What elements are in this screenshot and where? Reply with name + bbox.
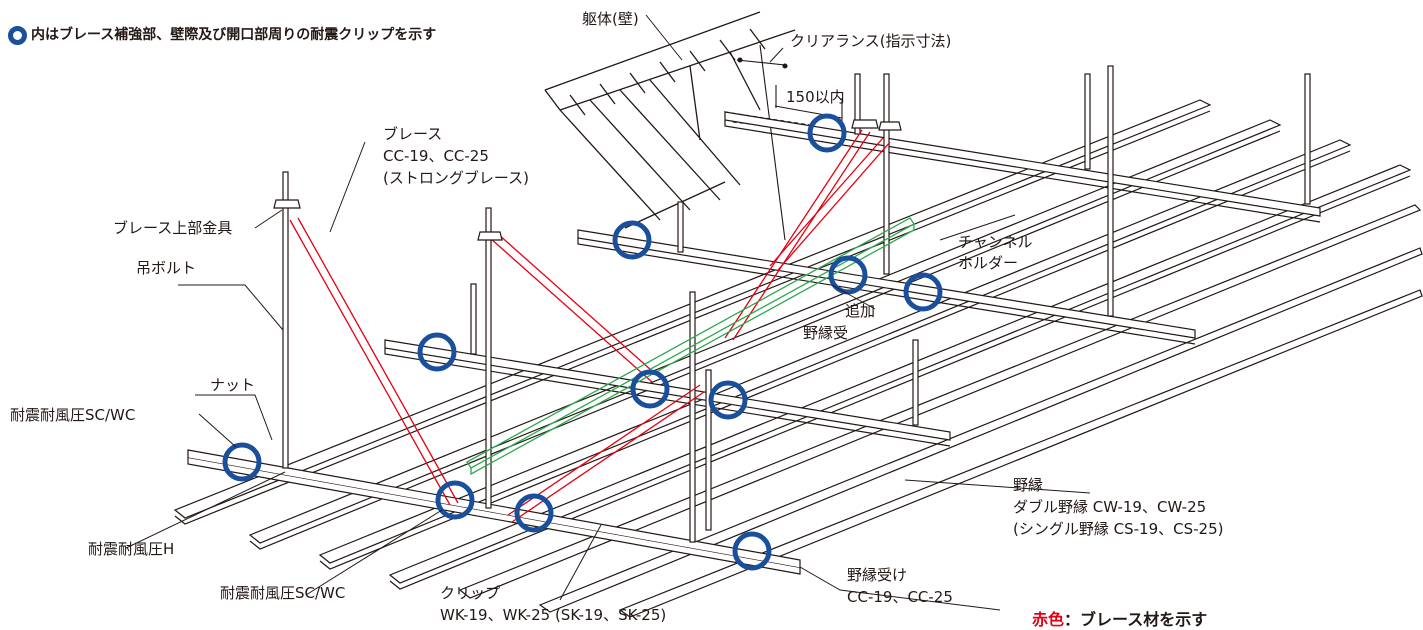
label-furring-receiver-title: 野縁受け: [847, 566, 907, 584]
label-channel-holder-1: チャンネル: [958, 233, 1033, 251]
label-added-1: 追加: [845, 302, 875, 320]
label-wall: 躯体(壁): [582, 10, 639, 28]
label-furring-double: ダブル野縁 CW-19、CW-25: [1013, 498, 1206, 516]
label-added-2: 野縁受: [803, 324, 848, 342]
label-within150: 150以内: [786, 88, 845, 106]
label-nut: ナット: [210, 376, 255, 394]
furring-channels: [173, 99, 1423, 618]
label-seismic-sc-wc-1: 耐震耐風圧SC/WC: [10, 406, 135, 424]
label-clip-title: クリップ: [440, 584, 500, 602]
label-channel-holder-2: ホルダー: [958, 254, 1018, 272]
legend-top: 内はブレース補強部、壁際及び開口部周りの耐震クリップを示す: [8, 24, 436, 45]
label-brace-title: ブレース: [383, 125, 442, 143]
label-clip-models: WK-19、WK-25 (SK-19、SK-25): [440, 606, 666, 624]
label-furring-receiver-models: CC-19、CC-25: [847, 588, 953, 606]
braces: [289, 129, 891, 523]
legend-bottom-text: ：ブレース材を示す: [1064, 610, 1208, 629]
legend-bottom-colored: 赤色: [1032, 610, 1065, 629]
legend-top-text: 内はブレース補強部、壁際及び開口部周りの耐震クリップを示す: [31, 27, 437, 43]
added-furring-receiver: [466, 217, 915, 476]
seismic-clip-rings: [222, 113, 943, 571]
label-hanging-bolt: 吊ボルト: [136, 259, 196, 277]
label-brace-strong: (ストロングブレース): [383, 169, 529, 187]
label-brace-models: CC-19、CC-25: [383, 147, 489, 165]
legend-bottom: 赤色：ブレース材を示す: [1032, 606, 1207, 630]
hanging-bolts: [282, 65, 1311, 543]
label-furring-title: 野縁: [1013, 476, 1043, 494]
label-seismic-h: 耐震耐風圧H: [88, 540, 174, 558]
leader-lines: [125, 14, 1091, 611]
wall-structure: [544, 11, 796, 229]
label-brace-top-fitting: ブレース上部金具: [113, 219, 232, 237]
label-seismic-sc-wc-2: 耐震耐風圧SC/WC: [220, 584, 345, 602]
label-furring-single: (シングル野縁 CS-19、CS-25): [1013, 520, 1223, 538]
brace-top-fittings: [273, 119, 902, 241]
seismic-clip-highlight-icon: [8, 25, 27, 45]
label-clearance: クリアランス(指示寸法): [790, 32, 951, 50]
